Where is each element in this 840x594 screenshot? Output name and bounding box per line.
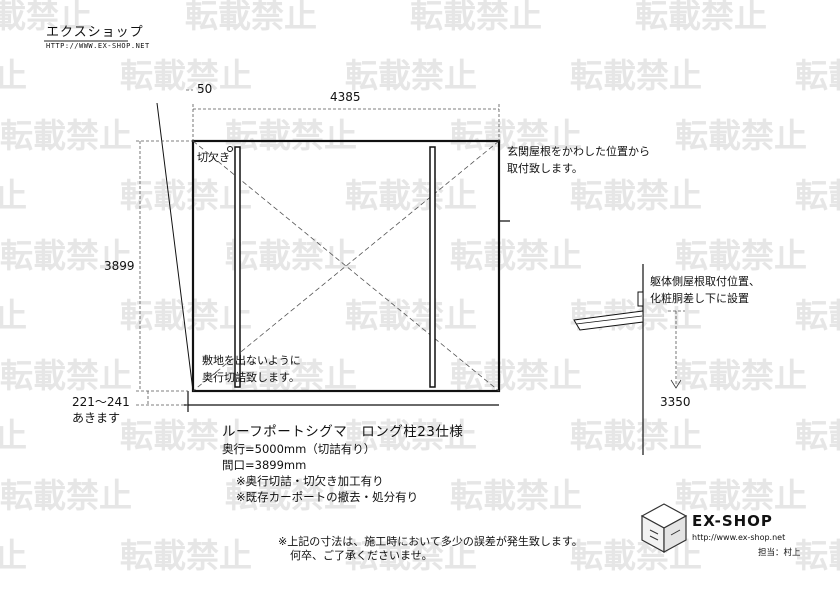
watermark-text: 転載禁止 [120,56,252,95]
watermark-text: 転載禁止 [120,296,252,335]
watermark-text: 転載禁止 [450,356,582,395]
watermark-layer: 転載禁止転載禁止転載禁止転載禁止転載禁止転載禁止転載禁止転載禁止転載禁止転載禁止… [0,0,840,575]
watermark-text: 転載禁止 [635,0,767,35]
watermark-text: 転載禁止 [0,296,27,335]
side-roof [573,310,644,331]
dim-top-small: 50 [197,82,213,96]
dimension-arrows [670,379,682,389]
footer-disclaimer-1: ※上記の寸法は、施工時において多少の誤差が発生致します。 [278,535,583,548]
body-note-1: 躯体側屋根取付位置、 [650,275,760,288]
watermark-text: 転載禁止 [345,296,477,335]
dim-right-arrow [670,379,682,389]
dim-right-height: 3350 [660,395,691,409]
dim-left-height: 3899 [104,259,135,273]
entrance-roof-line [498,141,510,222]
carport-diagonal-b [192,140,500,392]
wall-bracket [637,291,644,307]
logo-cube-right [663,514,687,554]
dim-bottom-gap-note: あきます [72,411,121,425]
watermark-text: 転載禁止 [225,356,357,395]
watermark-text: 転載禁止 [450,236,582,275]
watermark-text: 転載禁止 [675,236,807,275]
watermark-text: 転載禁止 [225,236,357,275]
watermark-text: 転載禁止 [795,416,840,455]
watermark-text: 転載禁止 [0,0,92,35]
watermark-text: 転載禁止 [570,56,702,95]
watermark-text: 転載禁止 [0,536,27,575]
watermark-text: 転載禁止 [120,416,252,455]
footer-disclaimer-2: 何卒、ご了承くださいませ。 [290,549,433,562]
carport-plan [191,139,501,393]
watermark-text: 転載禁止 [410,0,542,35]
watermark-text: 転載禁止 [0,176,27,215]
logo-cube-mark-3 [670,529,681,536]
logo-cube-mark-2 [649,535,659,541]
brand-url: http://www.ex-shop.net [692,533,786,542]
watermark-text: 転載禁止 [795,536,840,575]
watermark-text: 転載禁止 [0,476,132,515]
shop-name: エクスショップ [46,25,144,40]
watermark-text: 転載禁止 [570,176,702,215]
logo-cube-mark-1 [649,529,659,535]
watermark-text: 転載禁止 [0,356,132,395]
watermark-text: 転載禁止 [795,296,840,335]
brand-name: EX-SHOP [692,512,773,530]
left-beam [234,146,241,388]
building-lines [156,102,644,455]
dim-bottom-gap: 221～241 [72,395,130,409]
watermark-text: 転載禁止 [185,0,317,35]
shop-url: HTTP://WWW.EX-SHOP.NET [46,42,150,50]
product-depth: 奥行=5000mm（切詰有り） [222,442,376,456]
notch-mark [227,146,233,152]
watermark-text: 転載禁止 [120,176,252,215]
site-edge-line [156,102,194,392]
watermark-text: 転載禁止 [345,176,477,215]
watermark-text: 転載禁止 [450,476,582,515]
carport-diagonal-a [192,140,500,392]
watermark-text: 転載禁止 [0,236,132,275]
watermark-text: 転載禁止 [0,56,27,95]
brand-logo-icon [640,503,688,554]
side-roof-inner [575,315,643,325]
watermark-text: 転載禁止 [0,416,27,455]
watermark-text: 転載禁止 [570,416,702,455]
right-beam [429,146,436,388]
carport-frame [191,139,501,393]
body-note-2: 化粧胴差し下に設置 [650,292,749,305]
watermark-text: 転載禁止 [345,416,477,455]
product-title: ルーフポートシグマ ロング柱23仕様 [222,424,464,440]
entrance-note-2: 取付致します。 [507,162,583,175]
watermark-text: 転載禁止 [675,116,807,155]
watermark-text: 転載禁止 [120,536,252,575]
ground-note-1: 敷地を出ないように [202,354,301,367]
ground-note-2: 奥行切詰致します。 [202,371,300,384]
entrance-note-1: 玄関屋根をかわした位置から [507,145,650,158]
watermark-text: 転載禁止 [795,176,840,215]
watermark-text: 転載禁止 [225,116,357,155]
product-width: 間口=3899mm [222,458,307,472]
watermark-text: 転載禁止 [450,116,582,155]
watermark-text: 転載禁止 [675,476,807,515]
product-note-1: ※奥行切詰・切欠き加工有り [236,474,384,488]
notch-label: 切欠き [197,151,230,164]
watermark-text: 転載禁止 [795,56,840,95]
watermark-text: 転載禁止 [345,56,477,95]
dim-top-width: 4385 [330,90,361,104]
dimension-lines [136,89,685,406]
watermark-text: 転載禁止 [345,536,477,575]
product-note-2: ※既存カーポートの撤去・処分有り [236,490,419,504]
watermark-text: 転載禁止 [675,356,807,395]
watermark-text: 転載禁止 [0,116,132,155]
watermark-text: 転載禁止 [225,476,357,515]
staff-name: 担当：村上 [758,548,801,558]
